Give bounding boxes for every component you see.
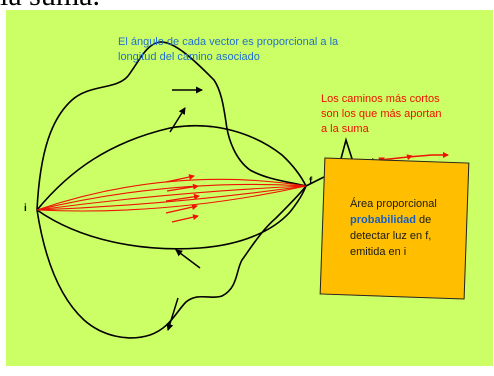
start-point-label: i bbox=[24, 203, 27, 214]
angle-note: El ángulo de cada vector es proporcional… bbox=[118, 35, 338, 65]
angle-note-line-1: El ángulo de cada vector es proporcional… bbox=[118, 36, 339, 48]
red-arrows bbox=[165, 174, 200, 223]
shortest-paths-note: Los caminos más cortos son los que más a… bbox=[321, 92, 441, 137]
red-arrow-5 bbox=[171, 214, 199, 223]
probability-area-text: Área proporcional probabilidad de detect… bbox=[350, 196, 437, 260]
shortest-note-line-3: a la suma bbox=[321, 123, 369, 135]
black-arrow-bottom-2 bbox=[166, 297, 179, 331]
area-line-1: Área proporcional bbox=[350, 198, 437, 210]
red-paths bbox=[36, 178, 307, 212]
black-arrows bbox=[166, 86, 203, 331]
red-arrow-3 bbox=[165, 193, 200, 202]
end-point-label: f bbox=[309, 176, 313, 187]
phasor-chain-black bbox=[305, 137, 355, 187]
black-arrow-top-2 bbox=[169, 107, 186, 133]
path-wavy-bottom bbox=[36, 185, 307, 339]
red-path-3 bbox=[36, 185, 307, 211]
red-arrow-2 bbox=[166, 183, 199, 192]
shortest-note-line-1: Los caminos más cortos bbox=[321, 93, 440, 105]
red-path-4 bbox=[36, 185, 307, 211]
header-partial-text: la suma. bbox=[0, 0, 100, 12]
path-wavy-top bbox=[36, 41, 307, 211]
phasor-red-tick-2 bbox=[406, 154, 413, 161]
area-line-2-rest: de bbox=[416, 214, 432, 226]
black-arrow-bottom-1 bbox=[175, 249, 201, 269]
area-line-2: probabilidad de bbox=[350, 212, 437, 228]
path-lower-arc bbox=[36, 185, 307, 250]
area-line-3: detectar luz en f, bbox=[350, 230, 432, 242]
red-path-5 bbox=[36, 185, 307, 212]
area-line-2-bold: probabilidad bbox=[350, 214, 416, 226]
area-line-4: emitida en i bbox=[350, 246, 407, 258]
path-upper-arc bbox=[36, 124, 307, 211]
black-paths bbox=[36, 41, 307, 339]
shortest-note-line-2: son los que más aportan bbox=[321, 108, 442, 120]
angle-note-line-2: longitud del camino asociado bbox=[118, 51, 260, 63]
red-arrow-1 bbox=[165, 174, 195, 183]
red-path-2 bbox=[36, 183, 307, 211]
red-arrow-4 bbox=[165, 204, 198, 214]
